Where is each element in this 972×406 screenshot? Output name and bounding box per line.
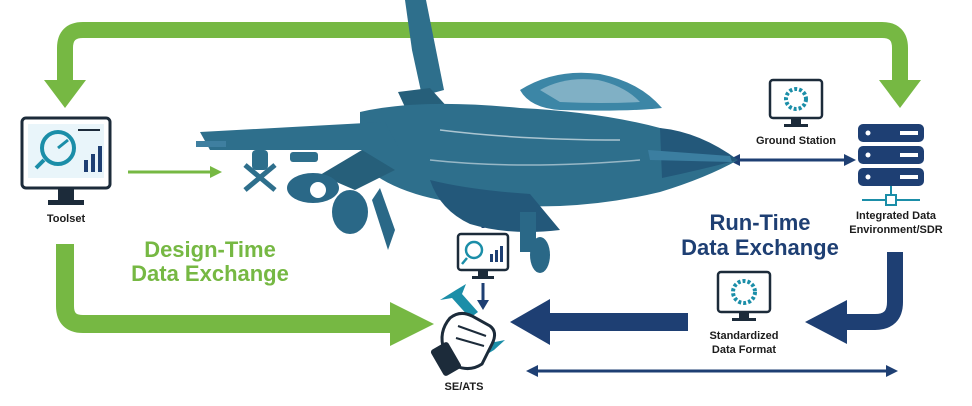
fighter-jet-icon [196,0,738,273]
jet-to-ground-bidirectional-arrow [728,154,856,166]
design-time-title-line1: Design-Time [144,237,276,262]
integrated-data-label: Integrated Data [855,210,937,222]
top-loop-arrow [44,22,921,108]
run-time-title-line2: Data Exchange [681,235,839,260]
center-down-arrow [477,283,489,310]
se-ats-label: SE/ATS [444,381,484,393]
toolset-label: Toolset [46,213,86,225]
center-monitor-icon [456,232,510,279]
wrench-hand-icon [430,284,505,376]
standardized-monitor-gear-icon [716,270,772,321]
toolset-to-seats-arrow [56,244,434,346]
standardized-to-seats-arrow [510,299,688,345]
toolset-to-jet-arrow [128,166,222,178]
seats-to-integrated-bidirectional-arrow [526,365,898,377]
design-time-title-line2: Data Exchange [131,261,289,286]
server-stack-icon [858,124,924,206]
ground-station-label: Ground Station [755,135,837,147]
monitor-gear-icon [768,78,824,127]
run-time-title-line1: Run-Time [709,210,811,235]
integrated-to-standardized-arrow [805,252,903,344]
data-format-label: Data Format [711,344,777,356]
monitor-analytics-icon [20,116,112,205]
standardized-label: Standardized [709,330,779,342]
environment-sdr-label: Environment/SDR [849,224,943,236]
